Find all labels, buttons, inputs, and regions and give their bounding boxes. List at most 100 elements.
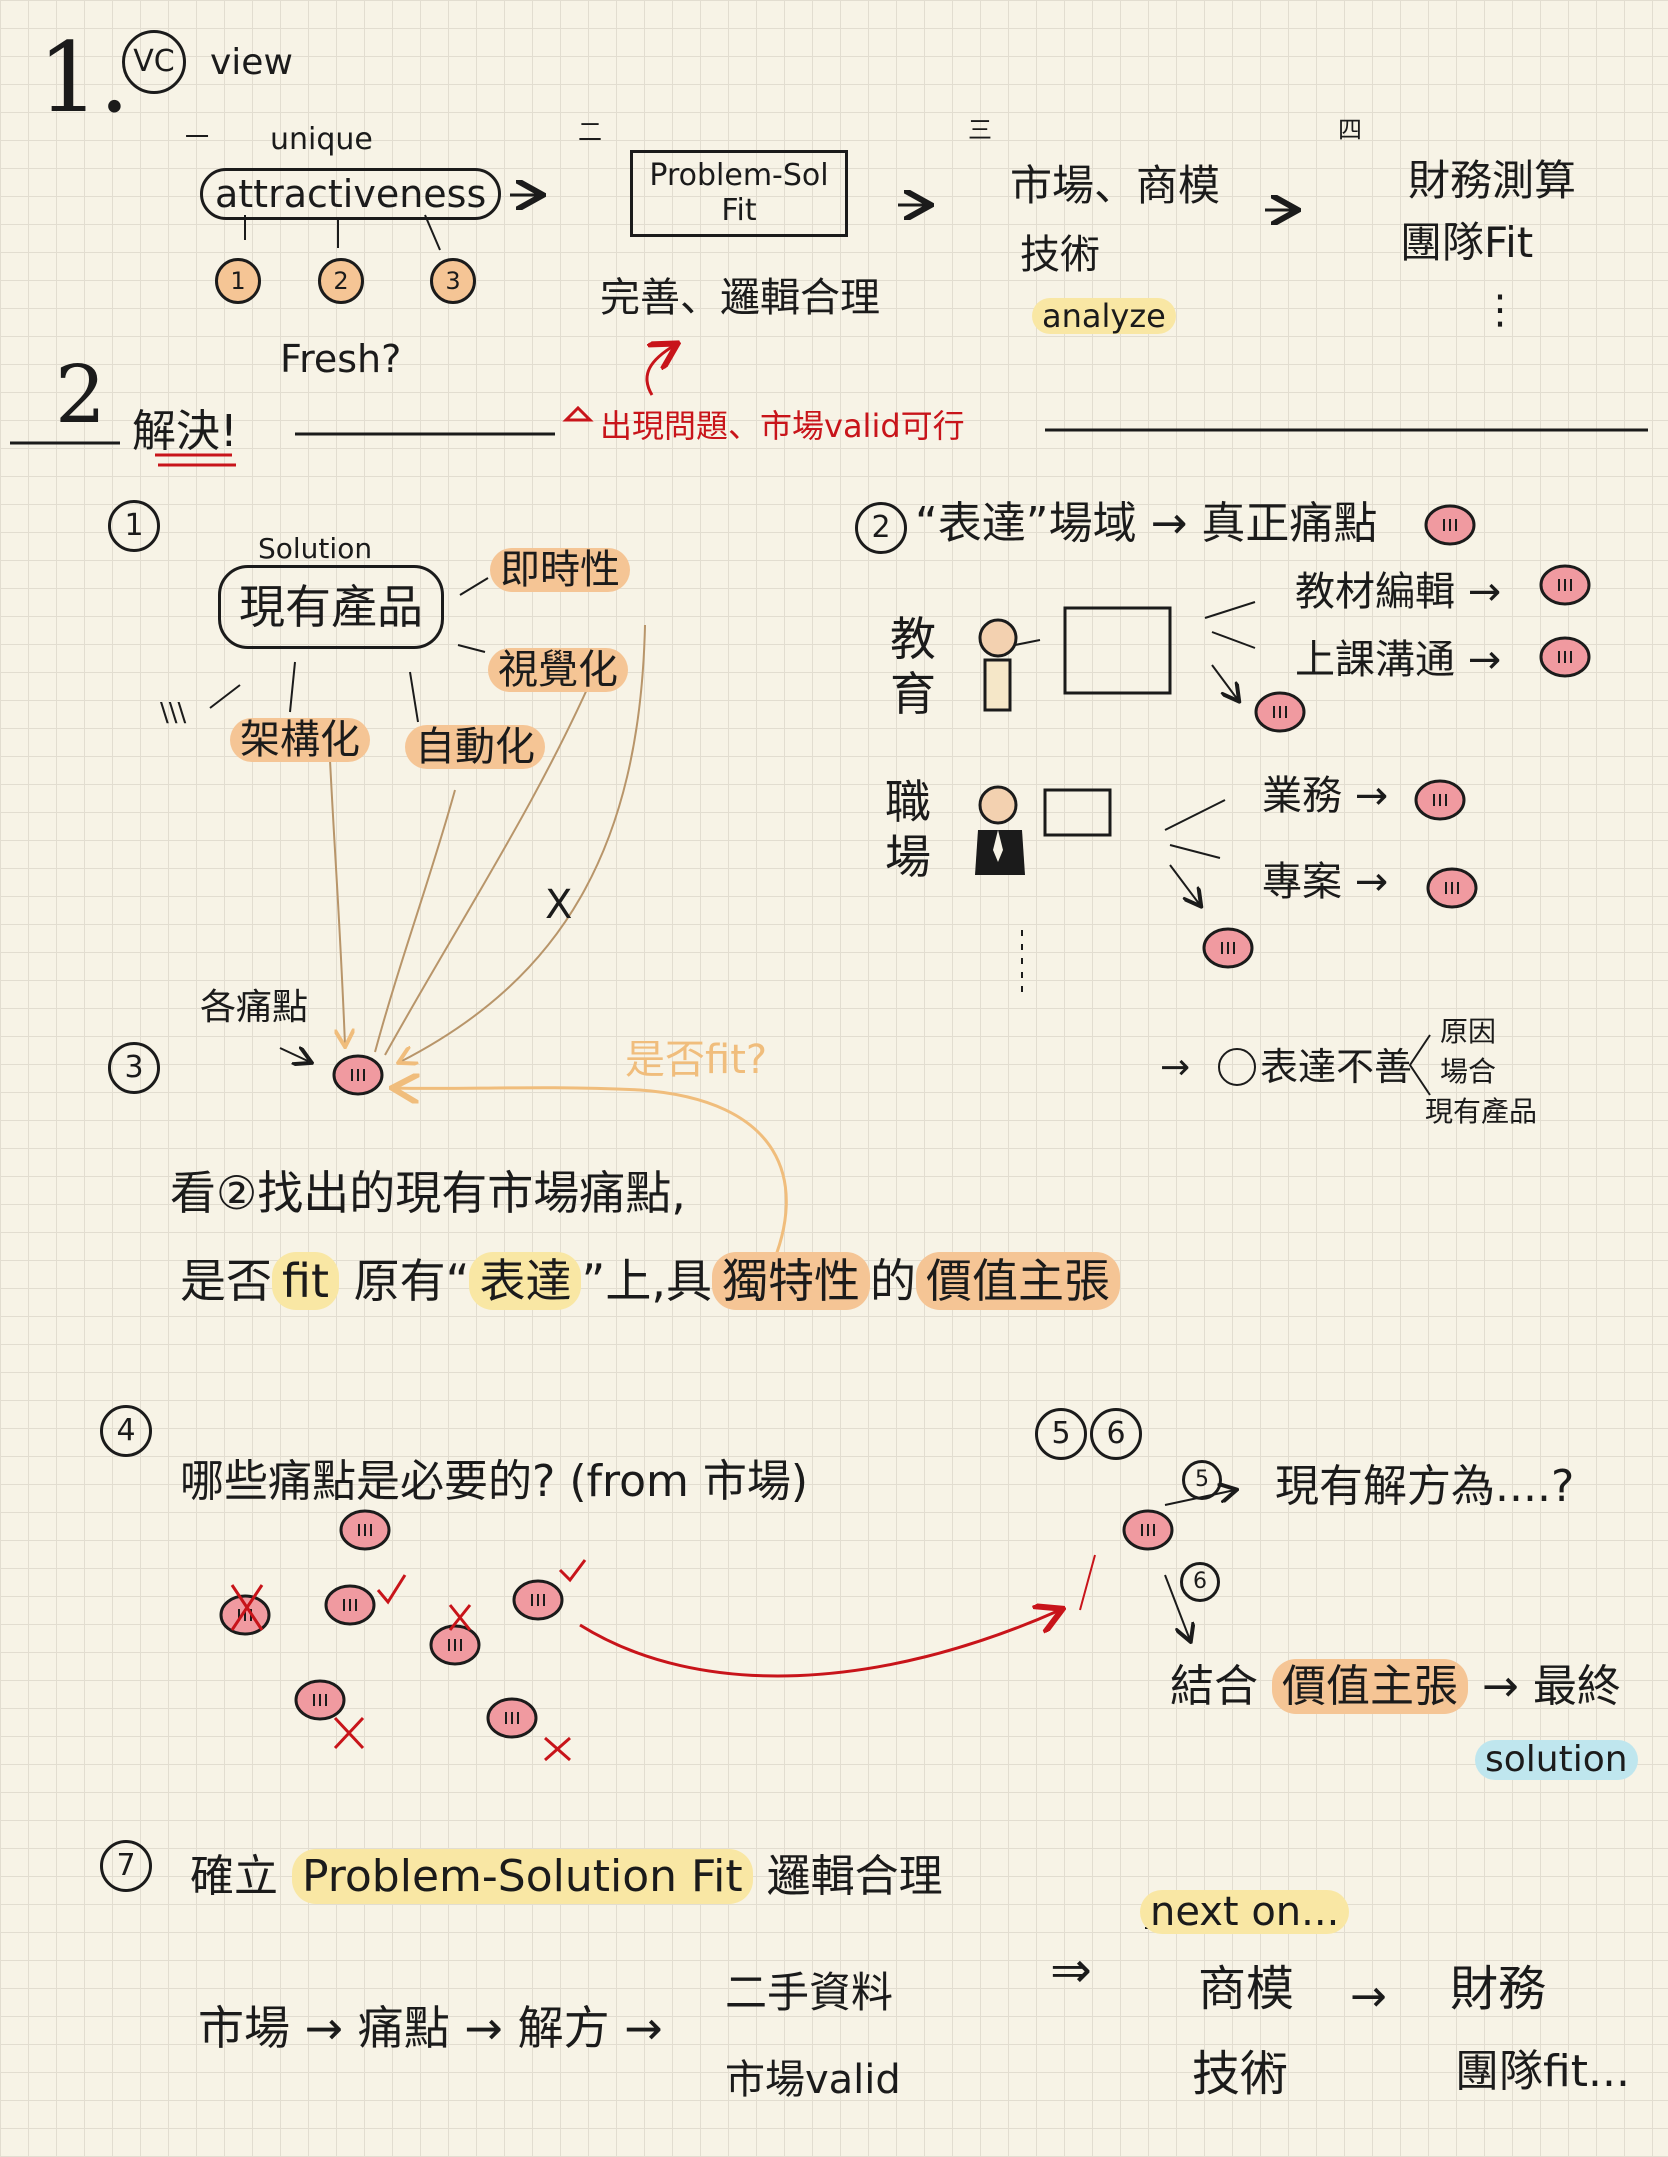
current-solution: 現有解方為....?	[1275, 1461, 1575, 1512]
pain-point-mark	[1558, 651, 1572, 663]
person-businessman-icon	[975, 785, 1025, 875]
pain-point-mark	[1273, 706, 1287, 718]
cross-mark-icon	[544, 1736, 571, 1762]
pain-point-mark	[448, 1639, 462, 1651]
step4-line2: 團隊Fit	[1400, 218, 1534, 267]
step1-sub: unique	[270, 122, 373, 157]
edu-item-2: 上課溝通 →	[1295, 637, 1502, 683]
pain-point-mark	[343, 1599, 357, 1611]
check-mark-icon	[376, 1574, 407, 1605]
part2-number: 2	[855, 502, 907, 554]
section-1-number: 1.	[38, 22, 130, 134]
next-finance: 財務	[1450, 1961, 1547, 2017]
step3-line1: 市場、商模	[1010, 161, 1221, 210]
next-technology: 技術	[1192, 2046, 1289, 2102]
chain-line: 市場 → 痛點 → 解方 →	[198, 2001, 663, 2055]
step4-marker: 四	[1338, 116, 1362, 144]
combine-label: 結合	[1170, 1661, 1258, 1712]
step3-line2: 技術	[1020, 232, 1100, 278]
analyze-note: analyze	[1032, 298, 1176, 334]
pain-point-icon	[1218, 1048, 1256, 1086]
pain-point-mark	[1141, 1524, 1155, 1536]
attr-more: \\\	[160, 698, 187, 728]
reason-label: 表達不善	[1260, 1045, 1413, 1089]
arrow-to-pain-3	[384, 659, 601, 1056]
establish-line: 確立 Problem-Solution Fit 邏輯合理	[190, 1849, 943, 1904]
part5-number: 5	[1035, 1408, 1087, 1460]
red-up-arrow	[645, 345, 675, 396]
part3-expression: 表達	[469, 1252, 582, 1310]
problem-sol-fit-box: Problem-Sol Fit	[630, 150, 848, 237]
establish-psf: Problem-Solution Fit	[292, 1849, 753, 1904]
arrow-to-pain-4	[400, 624, 646, 1062]
circle-3: 3	[430, 258, 476, 304]
pain-point-mark	[351, 1069, 365, 1081]
cross-mark-icon	[448, 1604, 472, 1631]
part3-value: 價值主張	[915, 1252, 1120, 1310]
part1-number: 1	[108, 500, 160, 552]
step2-marker: 二	[578, 118, 602, 146]
arrow-to-pain-2	[374, 789, 456, 1053]
person-teacher-icon	[978, 618, 1018, 712]
reason-2: 場合	[1440, 1055, 1497, 1088]
step4-more: ⋮	[1480, 287, 1520, 333]
part3-number: 3	[108, 1042, 160, 1094]
attr-cross: X	[545, 882, 573, 928]
circle-2: 2	[318, 258, 364, 304]
next-arrow: →	[1350, 1971, 1387, 2022]
fit-arrow	[395, 1088, 788, 1271]
attr-realtime: 即時性	[490, 548, 630, 592]
check-mark-icon	[558, 1559, 587, 1583]
part6-number: 6	[1090, 1408, 1142, 1460]
fresh-note: Fresh?	[280, 337, 402, 381]
part2-title: “表達”場域 → 真正痛點	[915, 498, 1378, 549]
step4-line1: 財務測算	[1408, 156, 1577, 205]
cross-mark-icon	[333, 1716, 365, 1750]
part3-unique: 獨特性	[711, 1252, 870, 1310]
edu-item-1: 教材編輯 →	[1295, 569, 1502, 615]
establish-b: 邏輯合理	[766, 1851, 943, 1902]
reason-arrow: →	[1160, 1047, 1191, 1088]
market-valid: 市場valid	[725, 2057, 901, 2103]
pain-point-mark	[313, 1694, 327, 1706]
red-arc-arrow	[579, 1610, 1060, 1678]
part5-small: 5	[1182, 1460, 1222, 1500]
part3-orig: 原有“	[353, 1254, 470, 1308]
problem-alert: 出現問題、市場valid可行	[600, 407, 965, 445]
pain-point-mark	[1433, 794, 1447, 806]
fit-question: 是否fit?	[625, 1037, 768, 1083]
step2-note: 完善、邏輯合理	[600, 275, 880, 321]
work-item-2: 專案 →	[1262, 859, 1389, 905]
part3-line1: 看②找出的現有市場痛點,	[170, 1166, 686, 1220]
work-label: 職場	[885, 775, 931, 885]
painpoints-label: 各痛點	[200, 987, 309, 1028]
establish-a: 確立	[190, 1851, 278, 1902]
attr-visual: 視覺化	[488, 648, 628, 692]
next-team-fit: 團隊fit...	[1455, 2046, 1630, 2097]
step1-marker: 一	[185, 123, 209, 151]
part4-number: 4	[100, 1405, 152, 1457]
final-solution: solution	[1475, 1740, 1638, 1780]
vc-circle: VC	[122, 30, 186, 94]
arrow-to-pain-1	[329, 759, 345, 1045]
pain-point-mark	[1221, 942, 1235, 954]
next-on: next on...	[1140, 1890, 1350, 1934]
part6-small: 6	[1180, 1562, 1220, 1602]
edu-label: 教育	[890, 612, 936, 722]
circle-1: 1	[215, 258, 261, 304]
pain-point-mark	[1443, 519, 1457, 531]
section-2-title: 解決!	[132, 406, 238, 457]
pain-point-mark	[1558, 579, 1572, 591]
attr-automated: 自動化	[405, 725, 545, 769]
next-business-model: 商模	[1198, 1961, 1295, 2017]
combine-value: 價值主張	[1272, 1659, 1468, 1714]
attr-structured: 架構化	[230, 718, 370, 762]
pain-point-mark	[531, 1594, 545, 1606]
reason-3: 現有產品	[1425, 1095, 1538, 1128]
reason-1: 原因	[1440, 1015, 1497, 1048]
part4-question: 哪些痛點是必要的? (from 市場)	[180, 1456, 809, 1507]
solution-label: Solution	[258, 532, 373, 565]
attractiveness-box: attractiveness	[200, 168, 502, 220]
